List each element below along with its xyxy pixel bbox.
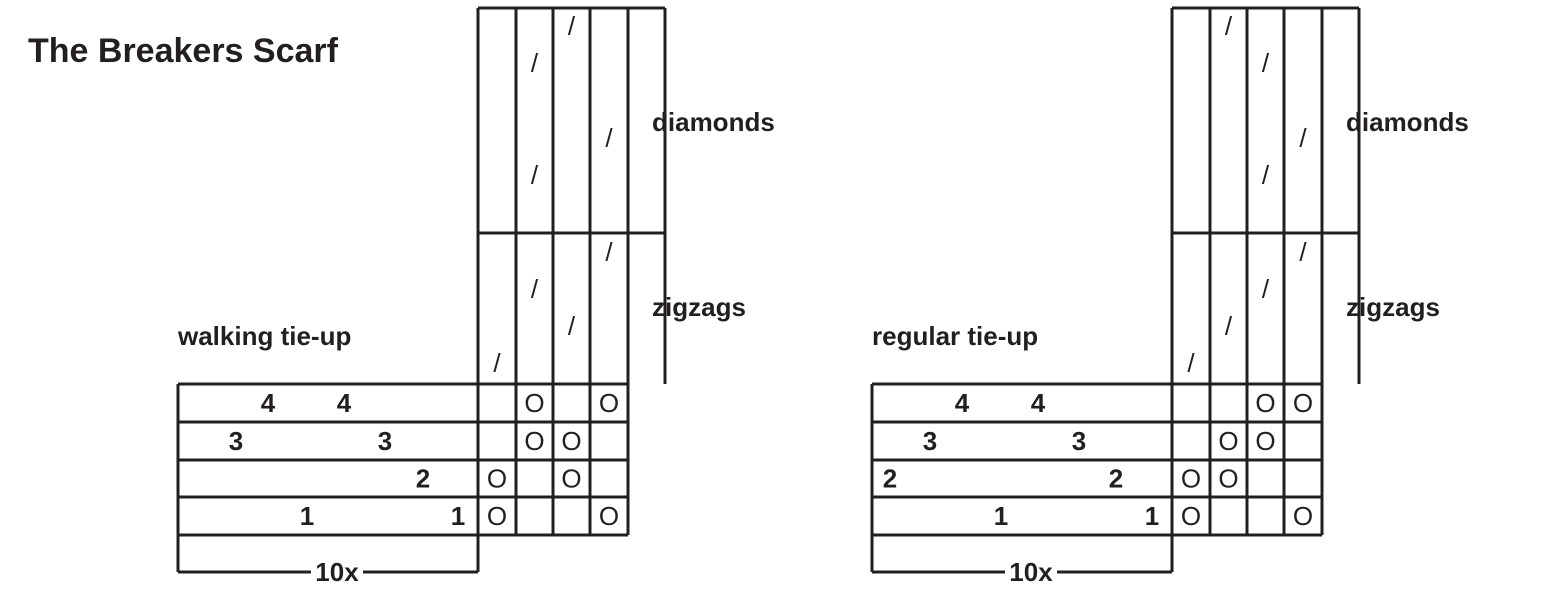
tieup-mark: O — [599, 501, 619, 531]
treadle-number: 2 — [883, 464, 897, 494]
treadle-number: 1 — [300, 501, 314, 531]
walking-tieup-draft: 10x walking tie-up diamonds zigzags / / / / / / / /… — [176, 0, 775, 587]
threading-mark: / — [1187, 0, 1195, 6]
tieup-mark: O — [1218, 426, 1238, 456]
threading-mark: / — [1225, 0, 1233, 6]
tieup-mark: O — [1293, 501, 1313, 531]
threading-mark: / — [493, 348, 501, 378]
treadle-number: 3 — [378, 426, 392, 456]
treadle-number: 3 — [923, 426, 937, 456]
threading-mark: / — [1187, 348, 1195, 378]
threading-mark: / — [531, 48, 539, 78]
tieup-mark: O — [487, 501, 507, 531]
regular-tieup-draft: 10x regular tie-up diamonds zigzags / / / / / / / /… — [870, 0, 1469, 587]
treadle-number: 1 — [1145, 501, 1159, 531]
tieup-mark: O — [1181, 464, 1201, 494]
tieup-mark: O — [524, 426, 544, 456]
treadle-number: 4 — [955, 388, 970, 418]
treadle-number: 3 — [1072, 426, 1086, 456]
treadle-number: 2 — [1109, 464, 1123, 494]
threading-mark: / — [1262, 48, 1270, 78]
treadle-number: 4 — [1031, 388, 1046, 418]
tieup-mark: O — [561, 426, 581, 456]
diamonds-label: diamonds — [1346, 107, 1469, 137]
treadle-number: 3 — [229, 426, 243, 456]
threading-mark: / — [568, 11, 576, 41]
tieup-mark: O — [1255, 426, 1275, 456]
threading-mark: / — [531, 160, 539, 190]
threading-mark: / — [1225, 11, 1233, 41]
threading-mark: / — [531, 274, 539, 304]
tieup-mark: O — [599, 388, 619, 418]
tieup-mark: O — [1218, 464, 1238, 494]
treadle-number: 4 — [261, 388, 276, 418]
threading-mark: / — [1262, 160, 1270, 190]
zigzags-label: zigzags — [652, 292, 746, 322]
tieup-mark: O — [1181, 501, 1201, 531]
tieup-mark: O — [524, 388, 544, 418]
treadle-number: 1 — [994, 501, 1008, 531]
tieup-mark: O — [487, 464, 507, 494]
tieup-mark: O — [1293, 388, 1313, 418]
treadle-number: 2 — [416, 464, 430, 494]
threading-mark: / — [1262, 274, 1270, 304]
diagram-title: The Breakers Scarf — [28, 32, 339, 70]
threading-mark: / — [568, 0, 576, 6]
repeat-label: 10x — [1009, 557, 1053, 587]
threading-mark: / — [568, 311, 576, 341]
tieup-label: walking tie-up — [177, 321, 351, 351]
tieup-label: regular tie-up — [872, 321, 1038, 351]
threading-mark: / — [493, 0, 501, 6]
threading-mark: / — [1225, 311, 1233, 341]
repeat-label: 10x — [315, 557, 359, 587]
threading-mark: / — [1299, 123, 1307, 153]
threading-mark: / — [1299, 237, 1307, 267]
threading-mark: / — [605, 123, 613, 153]
threading-mark: / — [605, 237, 613, 267]
diamonds-label: diamonds — [652, 107, 775, 137]
zigzags-label: zigzags — [1346, 292, 1440, 322]
treadle-number: 1 — [451, 501, 465, 531]
treadle-number: 4 — [337, 388, 352, 418]
tieup-mark: O — [1255, 388, 1275, 418]
tieup-mark: O — [561, 464, 581, 494]
